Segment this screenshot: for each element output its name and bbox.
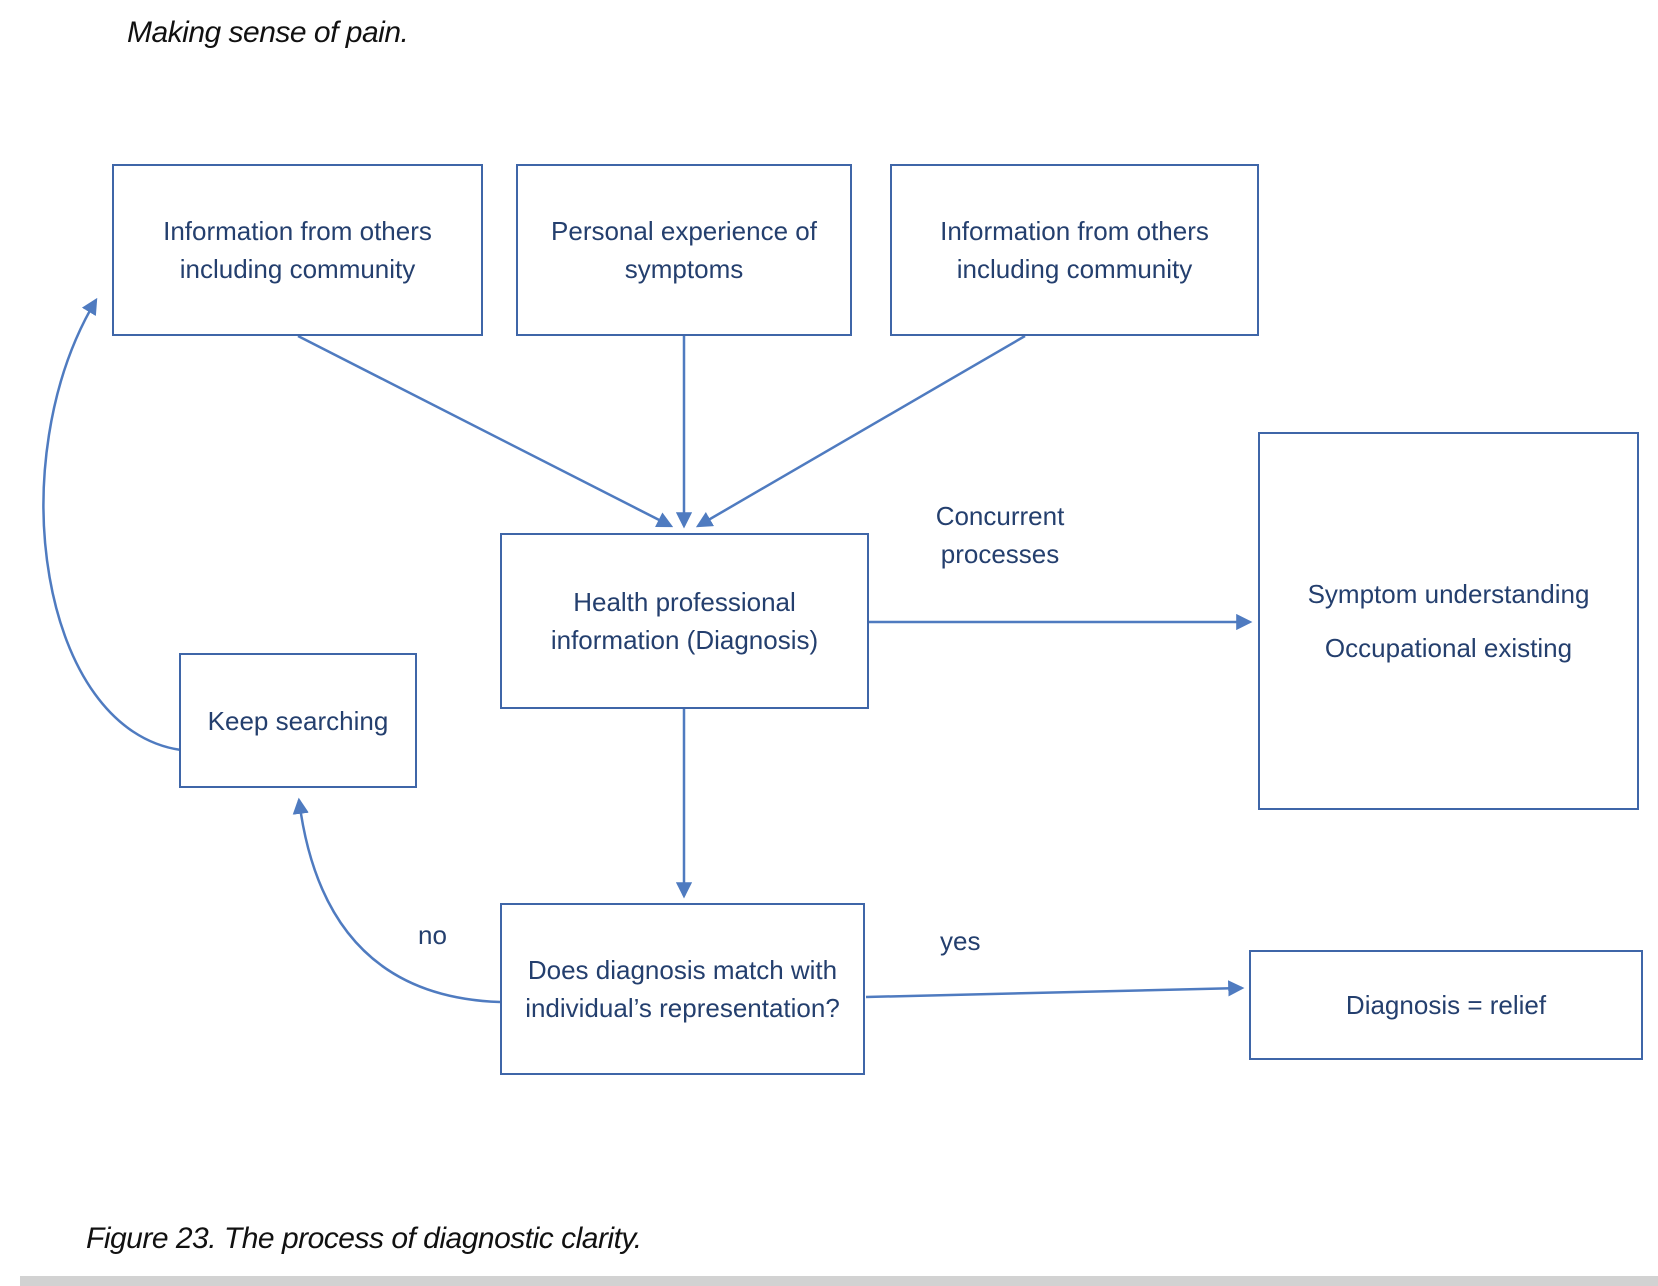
page-edge-strip [20, 1276, 1658, 1286]
arrow-info-right-to-health [695, 334, 1026, 528]
node-text: Health professional [573, 587, 796, 617]
label-text: processes [940, 539, 1060, 569]
node-diagnosis-relief: Diagnosis = relief [1249, 950, 1643, 1060]
node-diagnosis-match: Does diagnosis match with individual’s r… [500, 903, 865, 1075]
node-text: Information from others [940, 216, 1209, 246]
node-text: including community [179, 254, 416, 284]
arrow-info-left-to-health [297, 334, 674, 528]
label-concurrent-processes: Concurrent processes [880, 497, 1120, 573]
node-text: Keep searching [207, 705, 389, 736]
node-text: Personal experience of [551, 216, 817, 246]
figure-caption: Figure 23. The process of diagnostic cla… [86, 1222, 642, 1255]
node-text: Diagnosis = relief [1345, 990, 1547, 1020]
node-text: including community [956, 254, 1193, 284]
node-info-from-others-left: Information from others including commun… [112, 164, 483, 336]
node-symptom-understanding: Symptom understanding Occupational exist… [1258, 432, 1639, 810]
label-yes: yes [940, 926, 981, 956]
label-text: Concurrent [935, 501, 1065, 531]
node-health-professional: Health professional information (Diagnos… [500, 533, 869, 709]
node-text: Does diagnosis match with [527, 955, 838, 985]
node-text: Occupational existing [1324, 633, 1573, 663]
node-keep-searching: Keep searching [179, 653, 417, 788]
node-text: Symptom understanding [1307, 579, 1590, 609]
arrow-match-to-relief-yes [865, 980, 1245, 999]
node-info-from-others-right: Information from others including commun… [890, 164, 1259, 336]
node-text: individual’s representation? [525, 993, 840, 1023]
node-personal-experience: Personal experience of symptoms [516, 164, 852, 336]
arrow-keep-to-info-left [42, 297, 182, 752]
node-text: symptoms [624, 254, 744, 284]
node-text: Information from others [163, 216, 432, 246]
arrow-match-to-keep-no [292, 797, 501, 1004]
node-text: information (Diagnosis) [550, 625, 819, 655]
figure-title: Making sense of pain. [127, 16, 409, 49]
label-no: no [418, 920, 447, 950]
